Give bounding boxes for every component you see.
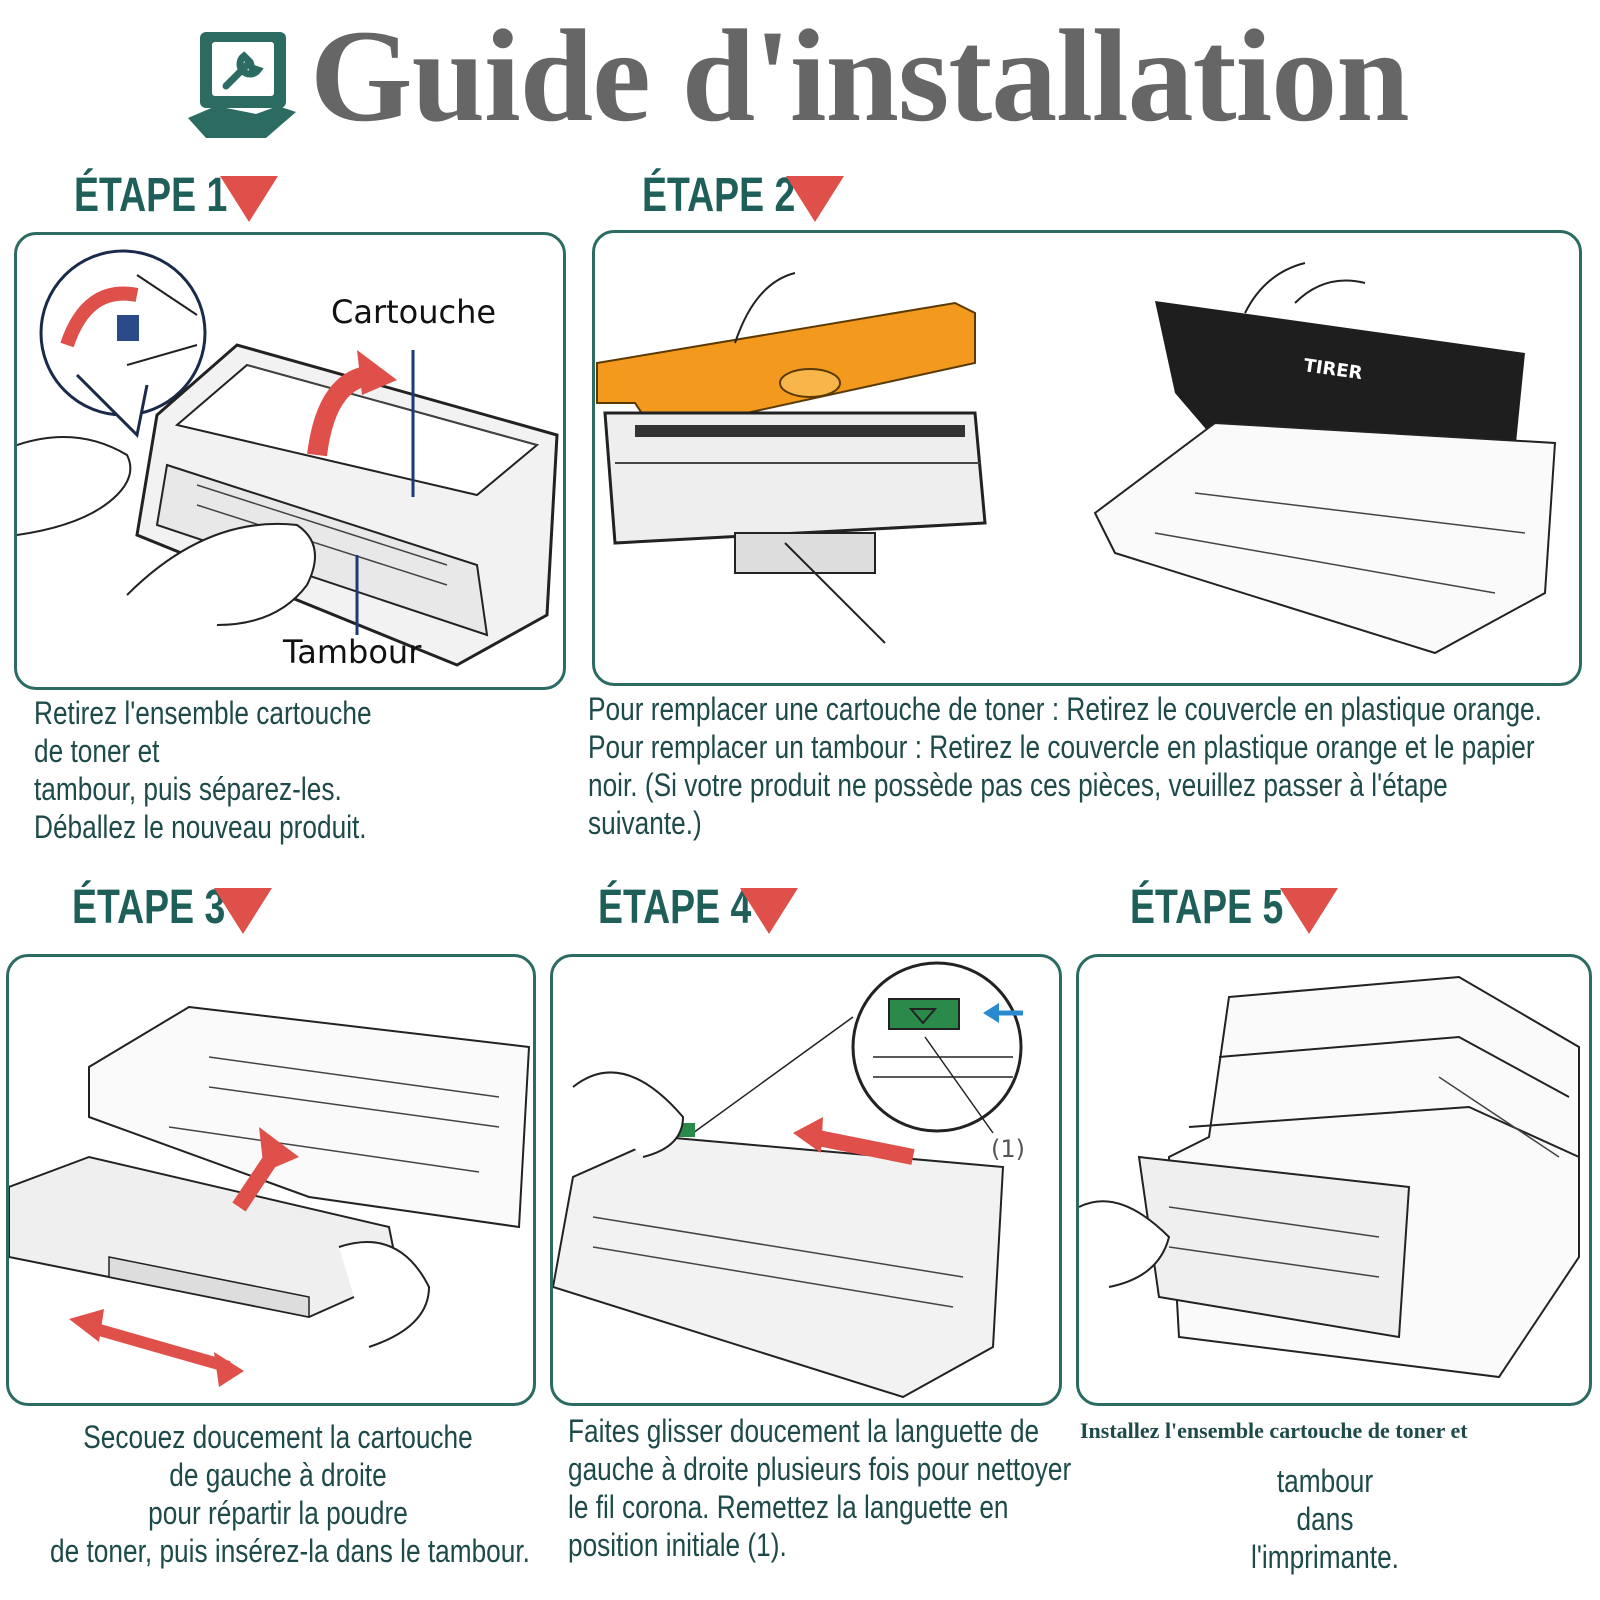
step-5-heading: ÉTAPE 5	[1130, 881, 1284, 934]
down-arrow-icon	[214, 888, 272, 934]
step-3-heading: ÉTAPE 3	[72, 881, 226, 934]
step-1-caption: Retirez l'ensemble cartouche de toner et…	[34, 695, 372, 845]
step-2-caption: Pour remplacer une cartouche de toner : …	[588, 691, 1542, 841]
wrench-screen-hand-icon	[188, 32, 296, 138]
step-2-heading: ÉTAPE 2	[642, 169, 796, 222]
step-1-heading: ÉTAPE 1	[74, 169, 228, 222]
down-arrow-icon	[1280, 888, 1338, 934]
drum-label: Tambour	[282, 633, 422, 671]
down-arrow-icon	[786, 176, 844, 222]
step-3-illustration	[6, 954, 536, 1406]
down-arrow-icon	[220, 176, 278, 222]
page-title: Guide d'installation	[310, 2, 1410, 149]
step-5-caption: tambour dans l'imprimante.	[1251, 1463, 1399, 1575]
step-4-caption: Faites glisser doucement la languette de…	[568, 1413, 1072, 1563]
down-arrow-icon	[740, 888, 798, 934]
cartridge-label: Cartouche	[331, 293, 496, 331]
step-5-illustration	[1076, 954, 1592, 1406]
step-4-heading: ÉTAPE 4	[598, 881, 752, 934]
step-4-illustration: (1)	[550, 954, 1062, 1406]
step-3-caption: Secouez doucement la cartouche de gauche…	[50, 1419, 530, 1569]
step-5-caption-top: Installez l'ensemble cartouche de toner …	[1080, 1418, 1468, 1443]
position-label: (1)	[991, 1135, 1025, 1163]
step-1-illustration: Cartouche Tambour	[14, 232, 566, 690]
step-2-illustration: TIRER	[592, 230, 1582, 686]
